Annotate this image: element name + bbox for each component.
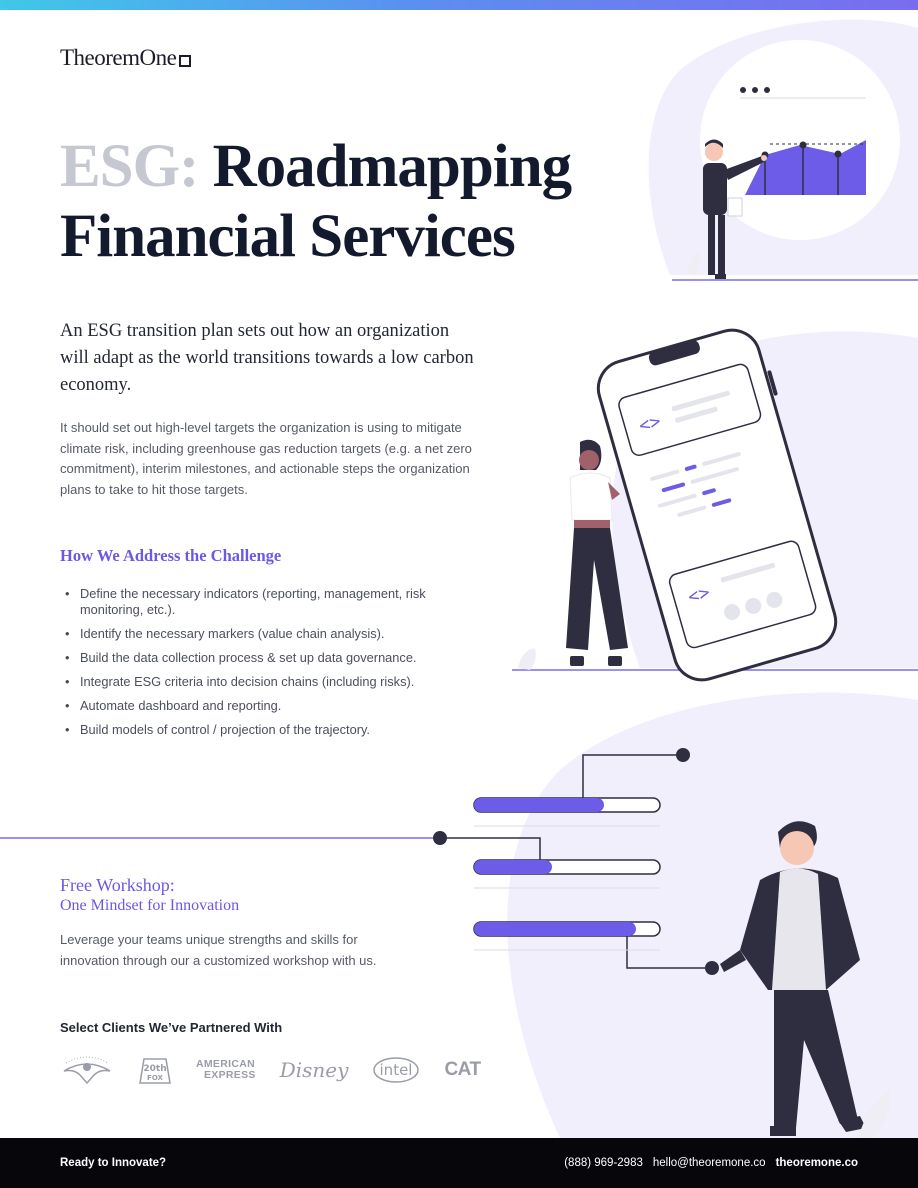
list-item: Define the necessary indicators (reporti…	[64, 586, 464, 617]
list-item: Integrate ESG criteria into decision cha…	[64, 674, 464, 690]
workshop-title: Free Workshop:	[60, 875, 175, 895]
list-item: Build models of control / projection of …	[64, 722, 464, 738]
intel-logo: intel	[372, 1055, 420, 1085]
presenter-figure	[688, 139, 767, 279]
page-title: ESG: Roadmapping Financial Services	[60, 132, 573, 272]
footer-email[interactable]: hello@theoremone.co	[652, 1157, 766, 1169]
intro-body: It should set out high-level targets the…	[60, 420, 472, 497]
list-item: Automate dashboard and reporting.	[64, 698, 464, 714]
svg-text:FOX: FOX	[147, 1074, 163, 1082]
dots-icon	[740, 87, 746, 93]
title-line-1: Roadmapping	[212, 133, 573, 200]
title-prefix: ESG:	[60, 133, 199, 200]
footer-contact: (888) 969-2983 hello@theoremone.co theor…	[564, 1157, 858, 1169]
20th-century-fox-logo: 20th FOX	[138, 1055, 172, 1085]
footer-website[interactable]: theoremone.co	[775, 1157, 858, 1169]
brand-name: TheoremOne	[60, 45, 177, 70]
challenge-list: Define the necessary indicators (reporti…	[64, 586, 464, 746]
cat-logo: CAT	[444, 1059, 481, 1080]
woman-figure	[518, 439, 628, 670]
title-line-2: Financial Services	[60, 203, 516, 270]
intro-lead: An ESG transition plan sets out how an o…	[60, 321, 474, 395]
footer-cta: Ready to Innovate?	[60, 1157, 167, 1169]
progress-bar-fill-3	[474, 922, 636, 936]
clients-heading: Select Clients We’ve Partnered With	[60, 1020, 283, 1035]
top-gradient-bar	[0, 0, 918, 10]
progress-bar-fill-2	[474, 860, 552, 874]
phone-illustration: <> <>	[596, 328, 838, 682]
brand-logo[interactable]: TheoremOne	[60, 45, 192, 71]
list-item: Build the data collection process & set …	[64, 650, 464, 666]
man-figure	[720, 821, 891, 1138]
logo-square-icon	[179, 55, 192, 67]
disney-logo: Disney	[279, 1058, 349, 1082]
progress-bar-fill-1	[474, 798, 604, 812]
footer-bar: Ready to Innovate? (888) 969-2983 hello@…	[0, 1138, 918, 1188]
workshop-subtitle: One Mindset for Innovation	[60, 897, 240, 914]
bottom-blob-shape	[507, 692, 918, 1138]
list-item: Identify the necessary markers (value ch…	[64, 626, 464, 642]
svg-text:intel: intel	[380, 1061, 413, 1079]
footer-phone[interactable]: (888) 969-2983	[564, 1157, 643, 1169]
eagle-seal-logo	[60, 1053, 114, 1087]
workshop-text: Leverage your teams unique strengths and…	[60, 932, 377, 968]
svg-text:20th: 20th	[143, 1064, 166, 1074]
challenge-heading: How We Address the Challenge	[60, 546, 282, 565]
progress-bars	[473, 797, 661, 951]
